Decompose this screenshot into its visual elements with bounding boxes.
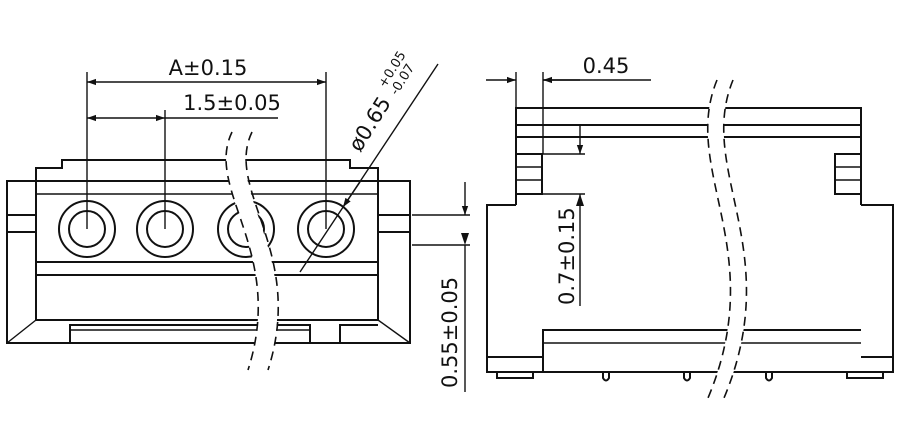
dim-wall-label: 0.45 — [583, 54, 630, 78]
front-view-body — [6, 159, 411, 344]
dim-pin-height-label: 0.7±0.15 — [555, 207, 579, 305]
dim-pitch: 1.5±0.05 — [87, 91, 281, 229]
side-view: 0.45 0.7±0.15 — [486, 54, 894, 399]
dim-pitch-label: 1.5±0.05 — [183, 91, 281, 115]
side-view-body — [486, 107, 894, 382]
dim-pin-height: 0.7±0.15 — [543, 124, 585, 306]
front-break-line — [225, 131, 279, 371]
dim-pin-offset-label: 0.55±0.05 — [438, 277, 462, 388]
dim-pin-offset: 0.55±0.05 — [412, 182, 470, 392]
front-view: A±0.15 1.5±0.05 ø0.65 +0.05 -0.07 — [6, 49, 470, 392]
dim-wall: 0.45 — [486, 54, 651, 154]
side-break-line — [707, 79, 748, 399]
dim-diameter-label: ø0.65 — [344, 92, 396, 155]
dim-a-label: A±0.15 — [169, 56, 248, 80]
dim-a-pitch: A±0.15 — [86, 56, 327, 229]
